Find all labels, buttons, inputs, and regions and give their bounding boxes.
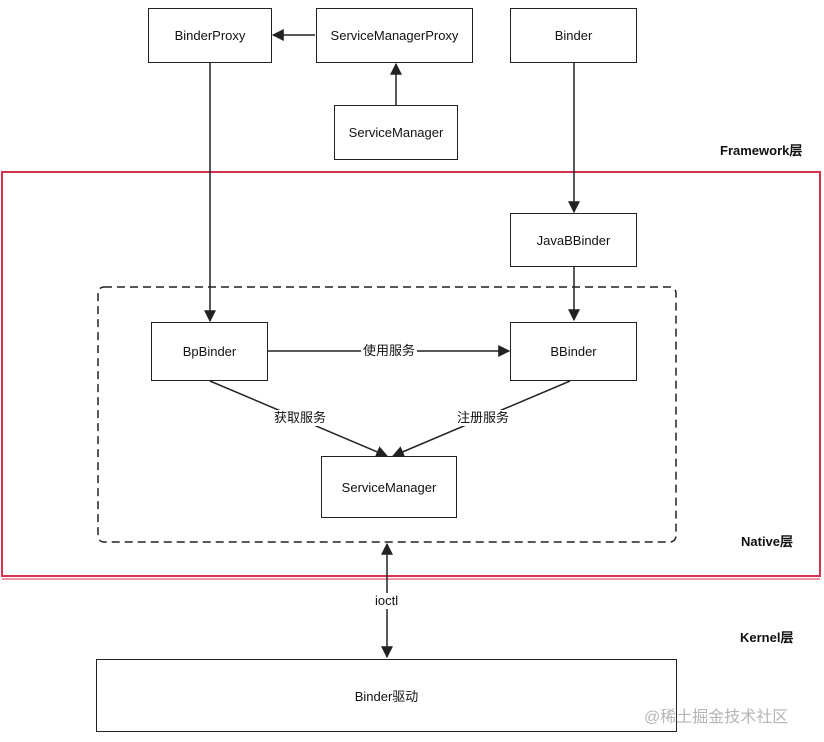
node-service-manager-proxy: ServiceManagerProxy (316, 8, 473, 63)
node-binder-driver-label: Binder驱动 (354, 689, 419, 704)
layer-label-native: Native层 (741, 534, 794, 549)
node-binder-driver: Binder驱动 (96, 659, 677, 732)
layer-label-framework: Framework层 (720, 143, 803, 158)
node-service-manager-native: ServiceManager (321, 456, 457, 518)
node-service-manager-proxy-label: ServiceManagerProxy (330, 28, 459, 43)
node-java-bbinder-label: JavaBBinder (536, 232, 611, 248)
node-binder-label: Binder (554, 28, 593, 43)
node-binder-proxy-label: BinderProxy (174, 28, 246, 43)
edge-label-get-service: 获取服务 (272, 410, 329, 426)
edge-label-use-service: 使用服务 (361, 343, 418, 359)
node-service-manager-native-label: ServiceManager (341, 479, 437, 495)
edge-label-register-service: 注册服务 (455, 410, 512, 426)
native-layer-frame (1, 171, 821, 577)
node-binder-proxy: BinderProxy (148, 8, 272, 63)
node-bbinder-label: BBinder (550, 344, 597, 359)
node-binder: Binder (510, 8, 637, 63)
node-java-bbinder: JavaBBinder (510, 213, 637, 267)
edge-label-ioctl: ioctl (373, 593, 401, 609)
node-bp-binder-label: BpBinder (182, 344, 237, 359)
node-service-manager-framework-label: ServiceManager (348, 125, 444, 140)
node-service-manager-framework: ServiceManager (334, 105, 458, 160)
layer-label-kernel: Kernel层 (740, 630, 794, 645)
native-binder-group (97, 286, 677, 543)
watermark-text: @稀土掘金技术社区 (644, 709, 789, 726)
node-bp-binder: BpBinder (151, 322, 268, 381)
node-bbinder: BBinder (510, 322, 637, 381)
